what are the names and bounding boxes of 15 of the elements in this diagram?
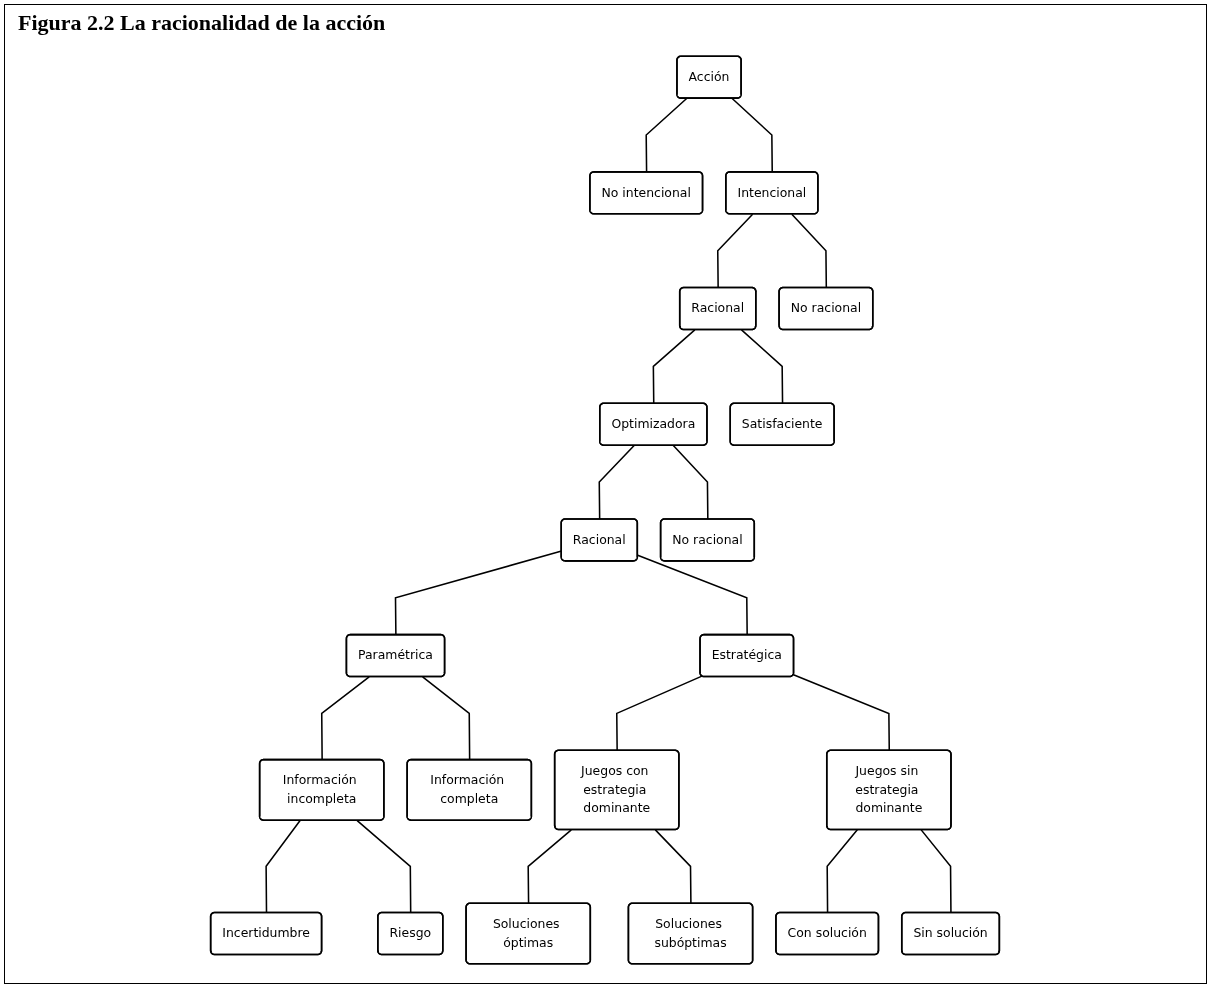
connector <box>356 819 412 914</box>
connector <box>320 676 370 761</box>
connector <box>652 329 696 405</box>
connector <box>527 829 573 905</box>
connector <box>792 674 891 752</box>
connector <box>740 329 784 405</box>
connector <box>615 675 703 752</box>
connector <box>791 213 828 289</box>
connector <box>920 829 952 914</box>
figure-title: Figura 2.2 La racionalidad de la acción <box>18 10 386 36</box>
connector <box>826 829 859 914</box>
connector <box>421 676 471 761</box>
connector <box>717 213 754 289</box>
connector <box>654 829 692 905</box>
connector <box>265 819 301 914</box>
